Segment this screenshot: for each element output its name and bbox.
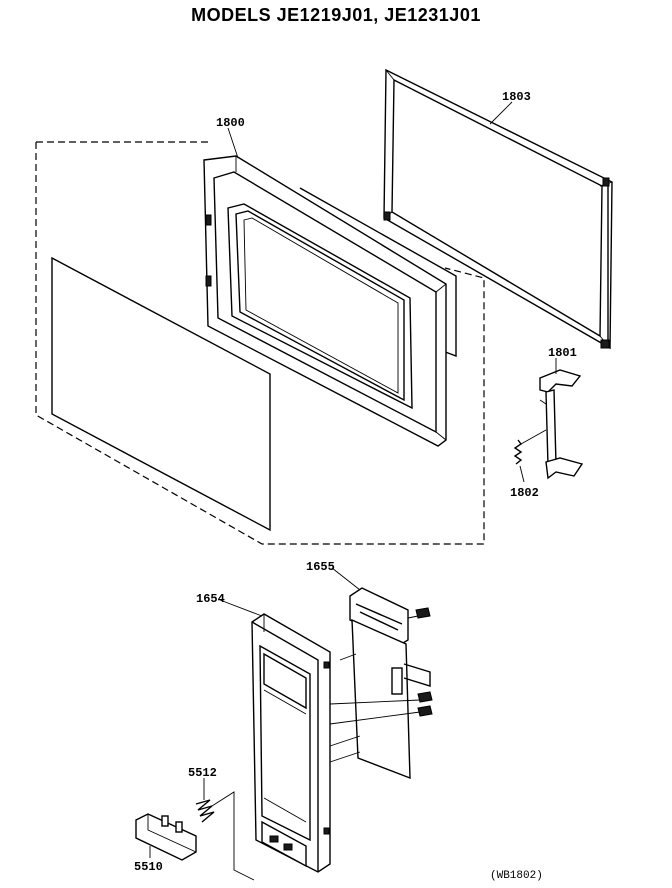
label-1654: 1654 [196, 592, 225, 606]
latch-bracket-1655 [329, 587, 433, 780]
button-spring-5512 [195, 791, 255, 881]
choke-frame-1803 [383, 68, 613, 350]
figure-code: (WB1802) [490, 870, 543, 882]
label-1803: 1803 [502, 90, 531, 104]
label-1802: 1802 [510, 486, 539, 500]
door-glass-panel [51, 256, 271, 532]
label-5510: 5510 [134, 860, 163, 874]
control-panel-1654 [251, 613, 331, 873]
label-5512: 5512 [188, 766, 217, 780]
diagram-title: MODELS JE1219J01, JE1231J01 [191, 5, 481, 25]
door-latch-1801 [539, 369, 584, 480]
label-1655: 1655 [306, 560, 335, 574]
door-button-5510 [135, 813, 197, 861]
door-frame-1800 [203, 155, 457, 447]
label-1800: 1800 [216, 116, 245, 130]
label-1801: 1801 [548, 346, 577, 360]
door-assembly-outline [35, 141, 485, 545]
latch-spring-1802 [513, 429, 547, 465]
